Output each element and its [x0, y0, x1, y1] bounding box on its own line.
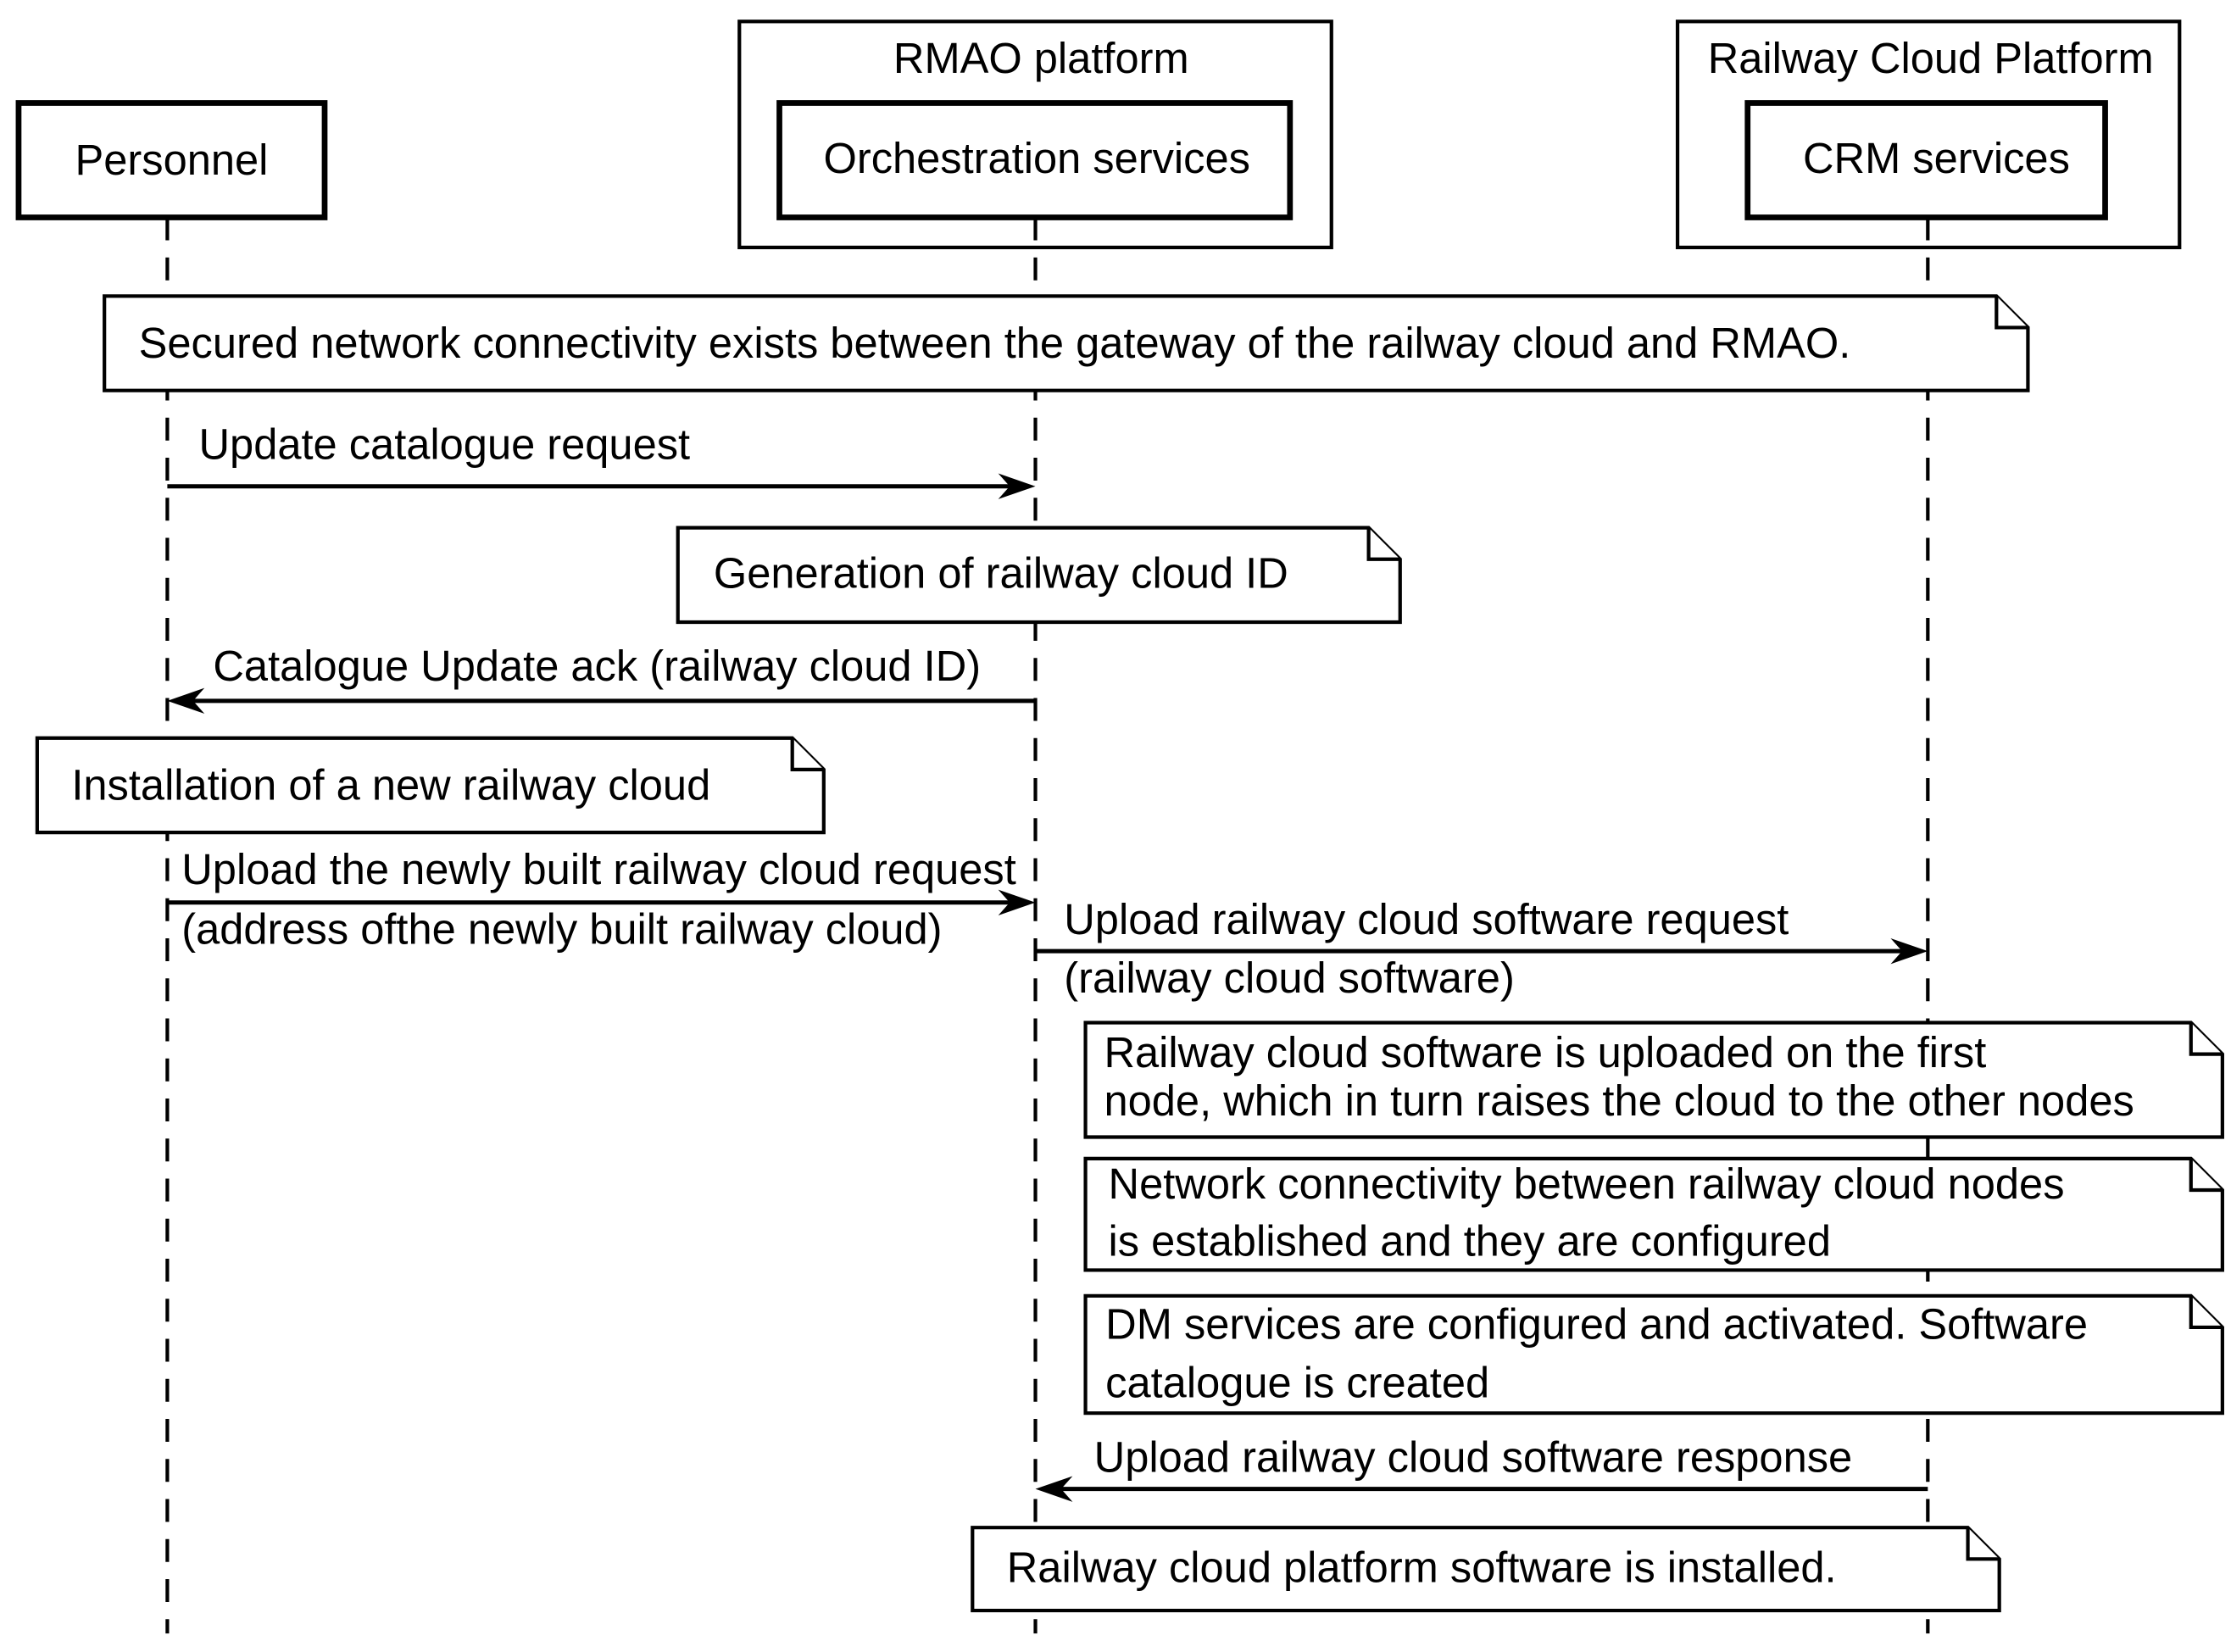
note-fold-icon — [1366, 527, 1400, 561]
note-n1: Secured network connectivity exists betw… — [103, 294, 2030, 392]
message-label: Upload railway cloud software request — [1064, 895, 1789, 943]
note-n5: Network connectivity between railway clo… — [1083, 1156, 2224, 1272]
message-m4[interactable]: Upload railway cloud software request (ra… — [1035, 895, 1928, 1002]
note-text-line: is established and they are configured — [1109, 1217, 1831, 1265]
note-shape — [1083, 1021, 2224, 1139]
note-text-line: Network connectivity between railway clo… — [1109, 1160, 2065, 1208]
message-sublabel: (address ofthe newly built railway cloud… — [181, 905, 942, 954]
message-label: Upload the newly built railway cloud req… — [181, 845, 1016, 893]
note-text-line: DM services are configured and activated… — [1105, 1299, 2088, 1348]
note-n4: Railway cloud software is uploaded on th… — [1083, 1021, 2224, 1139]
message-label: Catalogue Update ack (railway cloud ID) — [213, 642, 981, 690]
note-fold-icon — [1966, 1527, 2000, 1561]
arrowhead-icon — [1035, 1476, 1073, 1502]
participant-box — [15, 100, 328, 220]
participant-personnel[interactable]: Personnel — [15, 100, 328, 220]
message-m5[interactable]: Upload railway cloud software response — [1035, 1432, 1928, 1502]
message-m3[interactable]: Upload the newly built railway cloud req… — [167, 845, 1036, 954]
participant-label: Orchestration services — [823, 134, 1249, 182]
arrowhead-icon — [998, 889, 1036, 915]
note-text-line: node, which in turn raises the cloud to … — [1104, 1076, 2134, 1125]
arrowhead-icon — [167, 687, 205, 715]
participant-label: CRM services — [1803, 134, 2070, 182]
participant-label: Personnel — [75, 136, 269, 184]
note-text-line: Installation of a new railway cloud — [71, 760, 710, 809]
participant-box — [1744, 100, 2108, 220]
message-m2[interactable]: Catalogue Update ack (railway cloud ID) — [167, 642, 1036, 715]
arrowhead-icon — [1890, 937, 1928, 965]
note-shape — [1083, 1156, 2224, 1272]
note-text-line: Railway cloud platform software is insta… — [1007, 1543, 1837, 1591]
participant-crm-services[interactable]: CRM services — [1744, 100, 2108, 220]
note-text-line: Railway cloud software is uploaded on th… — [1104, 1028, 1987, 1076]
note-shape — [676, 526, 1402, 625]
arrowhead-icon — [998, 473, 1036, 499]
message-m1[interactable]: Update catalogue request — [167, 420, 1036, 499]
note-shape — [35, 736, 826, 835]
note-n2: Generation of railway cloud ID — [676, 526, 1402, 625]
message-label: Update catalogue request — [199, 420, 691, 469]
note-text-line: Secured network connectivity exists betw… — [139, 319, 1851, 367]
participant-orchestration-services[interactable]: Orchestration services — [776, 100, 1294, 220]
note-n7: Railway cloud platform software is insta… — [971, 1526, 2001, 1613]
note-n3: Installation of a new railway cloud — [35, 736, 826, 835]
group-label: RMAO platform — [893, 34, 1189, 82]
note-fold-icon — [1995, 296, 2028, 330]
group-label: Railway Cloud Platform — [1708, 34, 2154, 82]
note-text-line: Generation of railway cloud ID — [714, 549, 1288, 598]
notes-layer: Secured network connectivity exists betw… — [35, 294, 2224, 1613]
note-fold-icon — [790, 737, 824, 771]
note-n6: DM services are configured and activated… — [1083, 1293, 2224, 1416]
note-shape — [103, 294, 2030, 392]
participant-box — [776, 100, 1294, 220]
note-shape — [1083, 1293, 2224, 1416]
note-shape — [971, 1526, 2001, 1613]
note-text-line: catalogue is created — [1105, 1359, 1489, 1407]
message-sublabel: (railway cloud software) — [1064, 954, 1515, 1002]
message-label: Upload railway cloud software response — [1094, 1432, 1852, 1481]
